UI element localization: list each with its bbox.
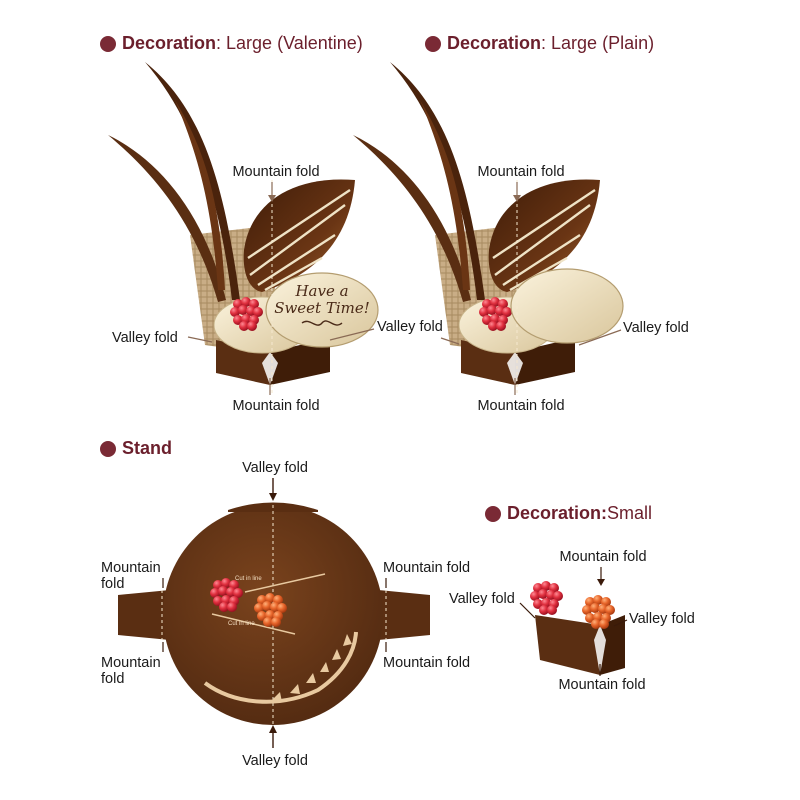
label-valley-fold-left: Valley fold	[112, 330, 178, 346]
title-stand: Stand	[100, 438, 172, 459]
bullet-icon	[425, 35, 441, 52]
bullet-icon	[485, 505, 501, 522]
label-valley-fold-right: Valley fold	[623, 320, 689, 336]
small-decoration: Mountain fold Valley fold Valley fold Mo…	[449, 549, 695, 693]
label-valley-fold-right: Valley fold	[629, 611, 695, 627]
label-mountain-left-bottom: Mountain	[101, 655, 161, 671]
plaque-line-2: Sweet Time!	[274, 299, 370, 317]
wheat-ornament-icon	[203, 631, 358, 704]
title-keyword: Decoration	[122, 33, 217, 53]
title-keyword: Decoration:	[507, 503, 608, 523]
label-mountain-fold-bottom: Mountain fold	[232, 398, 319, 414]
sweet-time-plaque	[265, 272, 379, 348]
arrow-left-icon	[613, 619, 628, 627]
stand: Cut in line Cut in line Valley fold Vall…	[101, 460, 470, 769]
label-fold-left-top: fold	[101, 576, 124, 592]
label-mountain-fold-bottom: Mountain fold	[477, 398, 564, 414]
stand-tab-right	[378, 590, 430, 640]
label-mountain-fold-right-top: Mountain fold	[383, 560, 470, 576]
title-valentine: Decoration : Large (Valentine)	[100, 33, 363, 54]
title-rest: : Large (Plain)	[541, 33, 655, 53]
plaque-line-1: Have a	[294, 282, 348, 300]
label-mountain-fold-right-bottom: Mountain fold	[383, 655, 470, 671]
title-small: Decoration: Small	[485, 503, 652, 524]
valentine-decoration: Have a Sweet Time! Mountain fold Valley …	[106, 60, 443, 414]
title-rest: Small	[607, 503, 653, 523]
cut-in-line-bottom: Cut in line	[228, 621, 255, 627]
title-plain: Decoration : Large (Plain)	[425, 33, 654, 54]
label-mountain-fold-top: Mountain fold	[559, 549, 646, 565]
raspberry-icon	[530, 581, 563, 615]
label-valley-fold-top: Valley fold	[242, 460, 308, 476]
bullet-icon	[100, 440, 116, 457]
title-keyword: Stand	[122, 438, 173, 458]
label-valley-fold-left: Valley fold	[449, 591, 515, 607]
bullet-icon	[100, 35, 116, 52]
arrow-right-icon	[440, 337, 460, 345]
arrow-right-icon	[519, 602, 536, 619]
stand-tab-left	[118, 590, 170, 640]
label-mountain-fold-bottom: Mountain fold	[558, 677, 645, 693]
title-rest: : Large (Valentine)	[216, 33, 363, 53]
flourish-icon	[301, 320, 343, 326]
label-mountain-fold-top: Mountain fold	[232, 164, 319, 180]
label-fold-left-bottom: fold	[101, 671, 124, 687]
label-mountain-fold-top: Mountain fold	[477, 164, 564, 180]
arrow-left-icon	[329, 328, 375, 341]
arrow-right-icon	[187, 336, 213, 343]
label-valley-fold-right: Valley fold	[377, 319, 443, 335]
plain-plaque	[510, 268, 624, 344]
cut-in-line-top: Cut in line	[235, 576, 262, 582]
title-keyword: Decoration	[447, 33, 542, 53]
label-valley-fold-bottom: Valley fold	[242, 753, 308, 769]
arrow-left-icon	[578, 329, 622, 346]
plain-decoration: Mountain fold Valley fold Mountain fold	[351, 60, 689, 414]
label-mountain-left-top: Mountain	[101, 560, 161, 576]
